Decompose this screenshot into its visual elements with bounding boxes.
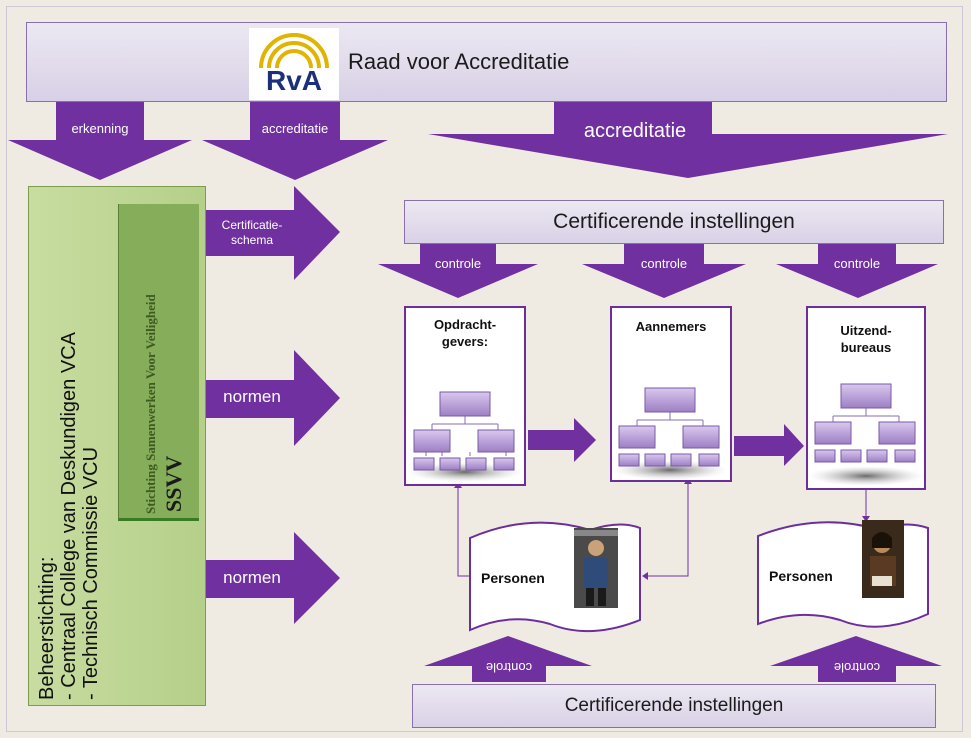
connector-1 <box>457 486 470 577</box>
org-title-uitzendbureaus: Uitzend- bureaus <box>840 323 892 355</box>
controle-arrow-up-2 <box>770 636 942 682</box>
reader-photo-icon <box>862 520 904 598</box>
controle-arrow-2 <box>582 244 746 298</box>
rva-title: Raad voor Accreditatie <box>348 49 570 74</box>
certificatie-schema-arrow <box>206 186 340 280</box>
controle-label-2: controle <box>640 256 688 271</box>
normen-label-1: normen <box>223 387 281 406</box>
normen-label-2: normen <box>223 568 281 587</box>
erkenning-label: erkenning <box>71 121 129 136</box>
frame <box>6 6 963 732</box>
controle-arrow-1 <box>378 244 538 298</box>
accreditatie-arrow-small <box>202 102 388 180</box>
normen-arrow-1 <box>206 350 340 446</box>
certificatie-schema-label: Certificatie- schema <box>221 218 283 247</box>
rva-logo-text: RvA <box>266 65 322 96</box>
flow-arrow-1 <box>528 418 596 462</box>
controle-label-3: controle <box>833 256 881 271</box>
flow-arrow-2 <box>734 424 804 466</box>
controle-label-1: controle <box>434 256 482 271</box>
erkenning-arrow <box>8 102 192 180</box>
normen-arrow-2 <box>206 532 340 624</box>
accreditatie-arrow-big <box>428 102 948 178</box>
rva-bar <box>26 22 947 102</box>
accreditatie-label-small: accreditatie <box>261 121 329 136</box>
accreditatie-label-big: accreditatie <box>583 120 687 142</box>
org-chart-icon-3 <box>808 383 924 486</box>
ssvv-panel <box>118 204 199 521</box>
controle-arrow-up-1 <box>424 636 592 682</box>
cert-bar-bottom: Certificerende instellingen <box>412 684 936 728</box>
org-title-opdrachtgevers: Opdracht- gevers: <box>433 317 497 349</box>
cert-bar-top: Certificerende instellingen <box>404 200 944 244</box>
controle-arrow-3 <box>776 244 938 298</box>
connector-2 <box>648 482 689 577</box>
personen-label-1: Personen <box>481 570 545 586</box>
worker-photo-icon <box>574 528 618 608</box>
org-title-aannemers: Aannemers <box>635 319 707 334</box>
org-chart-icon-1 <box>407 391 523 482</box>
org-chart-icon-2 <box>612 387 728 480</box>
rva-logo: RvA <box>249 28 339 100</box>
personen-label-2: Personen <box>769 568 833 584</box>
